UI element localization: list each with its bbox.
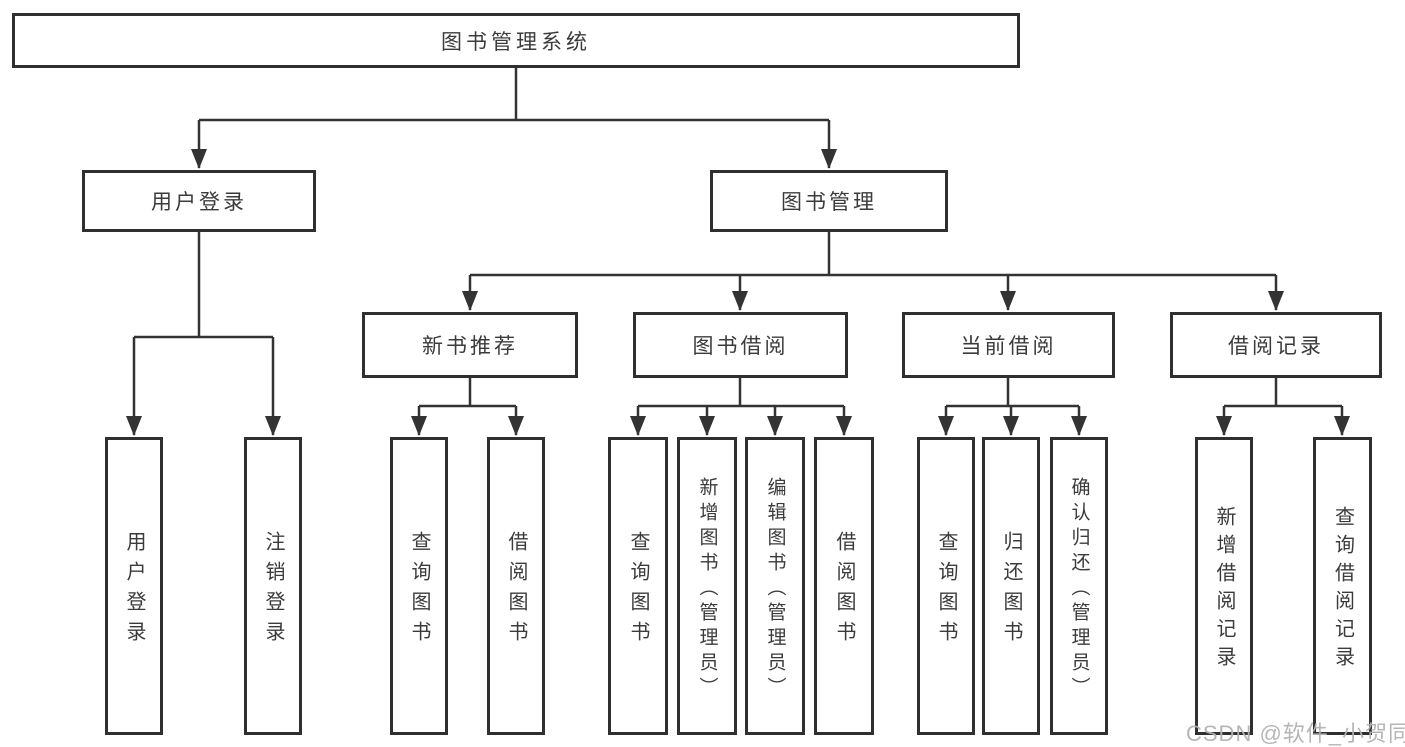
node-library-system: 图书管理系统	[12, 13, 1020, 68]
leaf-recommend-query-books: 查询图书	[390, 437, 448, 735]
leaf-user-login: 用户登录	[105, 437, 163, 735]
leaf-borrowing-edit-books-admin: 编辑图书（管理员）	[745, 437, 805, 735]
node-book-management: 图书管理	[710, 170, 948, 232]
node-book-borrowing: 图书借阅	[633, 312, 848, 378]
node-user-login: 用户登录	[82, 170, 316, 232]
leaf-logout: 注销登录	[244, 437, 302, 735]
leaf-records-add-record: 新增借阅记录	[1195, 437, 1253, 735]
branch-current-borrowing	[946, 378, 1079, 408]
node-current-borrowing: 当前借阅	[902, 312, 1115, 378]
branch-user-login	[134, 232, 273, 339]
branch-borrow-records	[1224, 378, 1342, 408]
branch-book-borrowing	[638, 378, 844, 408]
branch-new-book-recommend	[419, 378, 516, 408]
csdn-watermark: CSDN @软件_小贺同学	[1186, 721, 1405, 746]
leaf-current-confirm-return-admin: 确认归还（管理员）	[1050, 437, 1108, 735]
leaf-borrowing-query-books: 查询图书	[608, 437, 668, 735]
leaf-current-query-books: 查询图书	[917, 437, 975, 735]
leaf-borrowing-borrow-books: 借阅图书	[814, 437, 874, 735]
node-new-book-recommend: 新书推荐	[362, 312, 578, 378]
leaf-borrowing-add-books-admin: 新增图书（管理员）	[677, 437, 737, 735]
leaf-records-query-record: 查询借阅记录	[1313, 437, 1372, 735]
node-borrow-records: 借阅记录	[1170, 312, 1382, 378]
leaf-recommend-borrow-books: 借阅图书	[487, 437, 545, 735]
branch-book-management	[470, 232, 1276, 277]
leaf-current-return-books: 归还图书	[982, 437, 1040, 735]
branch-root	[199, 68, 829, 122]
